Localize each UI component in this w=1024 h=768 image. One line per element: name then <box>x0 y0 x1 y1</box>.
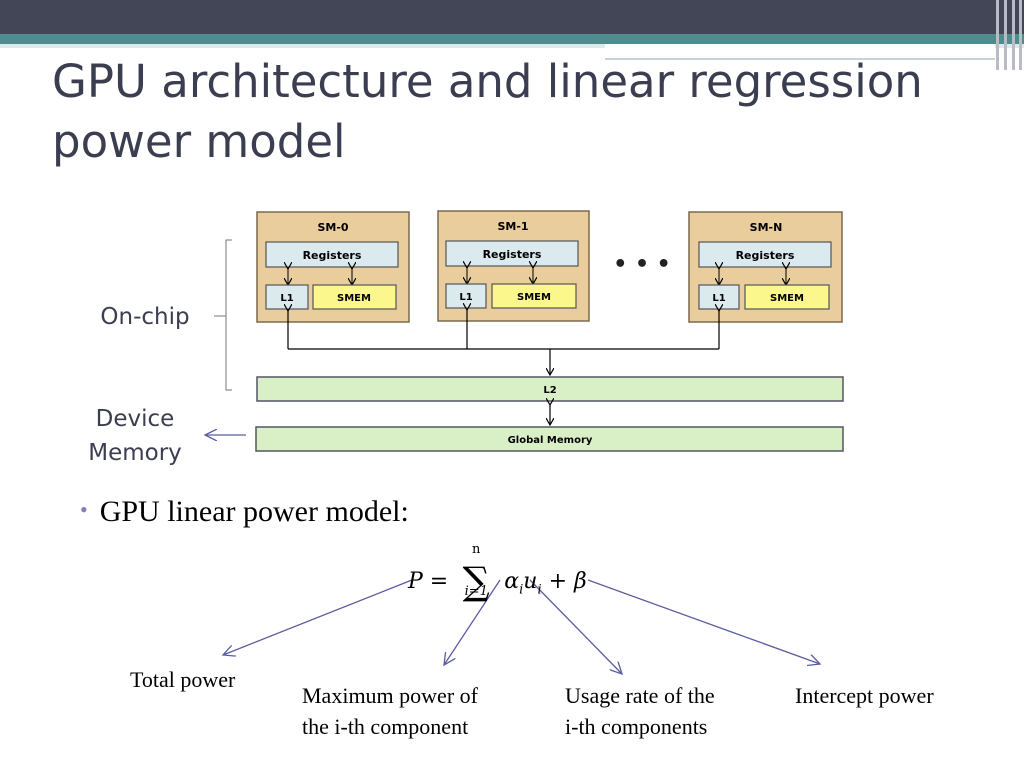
on-chip-bracket <box>225 239 232 391</box>
device-memory-label-line1: Device <box>95 406 175 432</box>
header-bar-highlight <box>605 44 995 56</box>
smem-label: SMEM <box>337 293 371 304</box>
desc-intercept-text: Intercept power <box>795 683 934 708</box>
header-stripe <box>1004 0 1007 70</box>
interconnect-bus <box>288 309 719 374</box>
sm-name: SM-0 <box>317 221 348 234</box>
global-memory-label: Global Memory <box>508 435 593 446</box>
header-bar-light <box>0 44 1024 48</box>
registers-label: Registers <box>303 249 362 262</box>
power-model-formula: P = n ∑ i=1 αiui + β <box>408 542 587 600</box>
desc-usage-rate: Usage rate of the i-th components <box>565 680 715 742</box>
desc-max-power: Maximum power of the i-th component <box>302 680 478 742</box>
slide-title-line2: power model <box>52 115 346 168</box>
sm-name: SM-N <box>750 221 783 234</box>
header-bar-teal <box>0 34 1024 44</box>
formula-rest: + β <box>548 569 587 594</box>
desc-total-text: Total power <box>130 667 236 692</box>
device-memory-label-line2: Memory <box>88 440 182 466</box>
desc-total-power: Total power <box>130 664 235 695</box>
arrow-usage-rate <box>529 579 622 674</box>
sum-upper-limit: n <box>472 542 481 557</box>
slide-title-line1: GPU architecture and linear regression <box>52 55 923 108</box>
arrow-max-power <box>444 579 501 665</box>
formula-alpha: α <box>504 569 520 594</box>
smem-label: SMEM <box>770 293 804 304</box>
sm-block-0: SM-0 Registers L1 SMEM <box>256 211 410 323</box>
l1-label: L1 <box>712 293 725 304</box>
arrow-total-power <box>223 579 413 655</box>
desc-usage-line2: i-th components <box>565 714 708 739</box>
l1-label: L1 <box>280 293 293 304</box>
desc-usage-line1: Usage rate of the <box>565 683 715 708</box>
sum-lower-limit: i=1 <box>464 584 488 599</box>
header-stripe <box>1012 0 1015 70</box>
desc-max-line2: the i-th component <box>302 714 469 739</box>
l1-label: L1 <box>459 292 472 303</box>
global-memory <box>255 426 844 452</box>
bullet-dot: • <box>80 497 88 522</box>
l2-cache <box>256 376 844 402</box>
smem-label: SMEM <box>517 292 551 303</box>
header-stripe <box>996 0 999 70</box>
sm-block-1: SM-1 Registers L1 SMEM <box>437 210 590 322</box>
registers-label: Registers <box>483 248 542 261</box>
l2-label: L2 <box>543 385 556 396</box>
desc-max-line1: Maximum power of <box>302 683 478 708</box>
formula-lhs: P = <box>408 569 449 594</box>
sigma-symbol: ∑ <box>462 559 490 603</box>
on-chip-label: On-chip <box>100 304 190 330</box>
formula-alpha-sub: i <box>519 582 524 598</box>
device-memory-label: Device Memory <box>70 402 200 470</box>
header-bar-dark <box>0 0 1024 34</box>
sm-ellipsis: • • • <box>613 252 671 277</box>
summation: n ∑ i=1 <box>455 542 497 600</box>
header-stripe <box>1019 0 1022 70</box>
desc-intercept-power: Intercept power <box>795 680 934 711</box>
header-bar-line <box>605 58 995 60</box>
arrow-intercept <box>587 579 820 664</box>
sm-name: SM-1 <box>497 220 528 233</box>
bullet-item: • GPU linear power model: <box>80 495 409 529</box>
formula-u-sub: i <box>537 582 542 598</box>
formula-arrows <box>223 579 820 674</box>
sm-block-n: SM-N Registers L1 SMEM <box>688 211 843 323</box>
bullet-text: GPU linear power model: <box>99 495 409 528</box>
slide-title: GPU architecture and linear regression p… <box>52 52 992 172</box>
formula-u: u <box>523 569 538 594</box>
registers-label: Registers <box>736 249 795 262</box>
